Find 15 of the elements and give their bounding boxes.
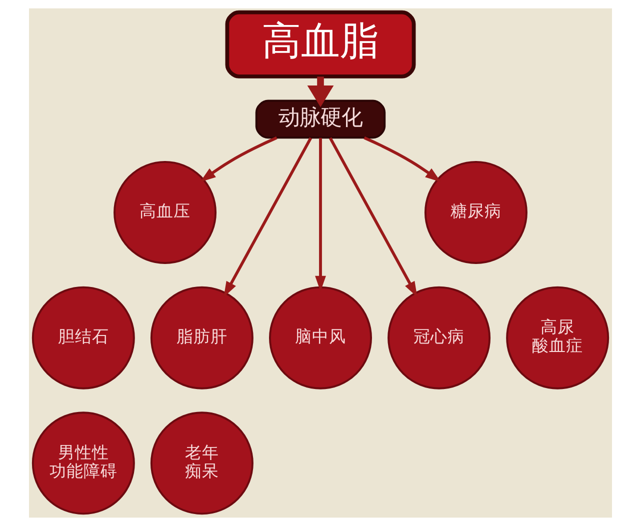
arrow [306,76,334,108]
node-circle: 男性性功能障碍 [31,412,134,515]
arrow [314,138,326,292]
node-circle: 老年痴呆 [150,412,253,515]
arrow [328,137,417,298]
node-circle: 胆结石 [31,286,134,390]
node-circle: 脂肪肝 [150,286,253,390]
arrow [363,136,440,182]
node-box: 高血脂 [224,10,416,78]
node-circle: 脑中风 [268,286,372,390]
node-circle: 冠心病 [387,286,490,390]
node-circle: 高尿酸血症 [506,286,609,390]
node-box: 动脉硬化 [254,100,386,139]
arrow [200,136,277,182]
arrow [223,137,312,298]
